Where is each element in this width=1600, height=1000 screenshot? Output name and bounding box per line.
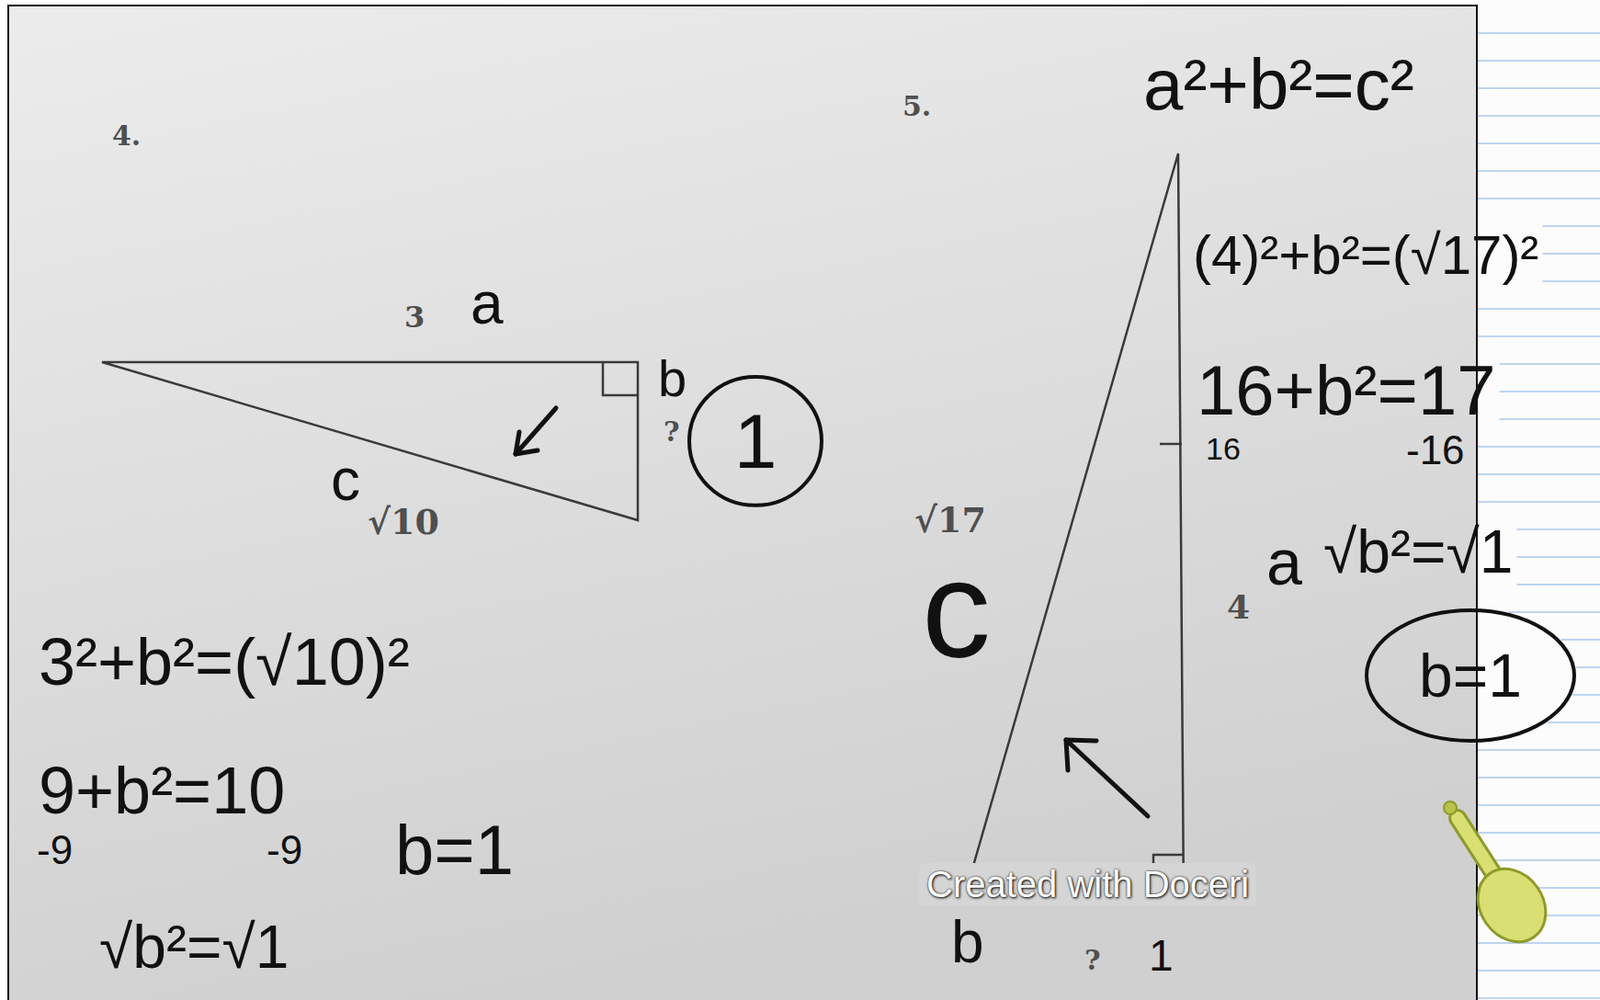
rule-line [1498,363,1600,365]
rule-line [1476,59,1600,62]
subtraction-step: -9 [266,829,303,871]
side-name: b [951,912,985,972]
rule-line [1476,748,1600,751]
side-length: 3 [404,302,425,332]
notebook-rules [1476,33,1600,999]
equation-step: 3²+b²=(√10)² [38,628,410,695]
unknown-mark: ? [1084,946,1101,975]
rule-line [1476,87,1600,90]
rule-line [1498,390,1600,393]
hand-arrow [515,408,557,454]
side-name: a [470,273,504,333]
subtraction-step: -9 [36,829,73,871]
rule-line [1516,528,1600,531]
formula: a²+b²=c² [1143,48,1415,121]
icon-tip [1443,801,1457,815]
equation-step: 16+b²=17 [1196,355,1496,426]
rule-line [1547,721,1600,724]
rule-line [1498,418,1600,420]
circled-answer: b=1 [1363,607,1578,744]
side-name: c [330,450,361,510]
watermark: Created with Doceri [919,862,1257,906]
rule-line [1542,252,1600,255]
unknown-mark: ? [663,418,681,446]
triangle [102,362,638,521]
rule-line [1516,556,1600,558]
rule-line [1516,583,1600,586]
rule-line [1542,280,1600,283]
rule-line [1476,32,1600,35]
tick-mark [1159,442,1182,446]
rule-line [1542,225,1600,227]
equation-step: 9+b²=10 [38,757,285,824]
icon-finger [1457,817,1497,878]
icon-palm [1463,855,1560,955]
doceri-hand-icon [1443,801,1560,955]
rule-line [1476,500,1600,503]
circled-answer: 1 [686,374,825,509]
hand-arrow [1066,739,1148,817]
rule-line [1476,170,1600,172]
arrow-head [1066,739,1097,771]
rule-line [1476,445,1600,448]
side-name: a [1266,530,1303,595]
rule-line [1576,666,1600,669]
circle-outline [689,376,822,506]
equation-step: (4)²+b²=(√17)² [1192,227,1539,284]
circle-outline [1366,610,1575,741]
rule-line [1476,804,1600,806]
problem-number: 5. [902,92,931,121]
rule-line [1476,941,1600,944]
rule-line [1509,611,1600,613]
notebook-paper [1476,0,1600,1000]
icon-finger-outline [1457,817,1497,878]
photo-ground [8,5,1477,1000]
arrow-head [515,431,538,454]
triangle [964,153,1184,904]
rule-line [1561,638,1600,641]
subtraction-step: 16 [1205,432,1241,465]
rule-line [1476,473,1600,476]
side-name: b [658,352,687,405]
rule-line [1476,776,1600,779]
problem-number: 4. [112,122,141,150]
rule-line [1476,307,1600,310]
rule-line [1572,693,1600,696]
rule-line [1476,142,1600,145]
side-length: √10 [367,504,440,540]
hand-arrows [515,408,1148,817]
answer: b=1 [395,815,514,886]
equation-step: √b²=√1 [99,916,289,977]
equation-step: √b²=√1 [1323,521,1513,582]
circled-text: b=1 [1418,645,1522,706]
rule-line [1476,997,1600,999]
side-name: c [921,540,991,679]
side-length: 1 [1148,933,1174,978]
side-length: √17 [914,502,987,538]
rule-line [1476,969,1600,972]
rule-line [1476,335,1600,338]
subtraction-step: -16 [1406,430,1465,471]
right-angle-mark [602,362,638,396]
rule-line [1476,197,1600,200]
rule-line [1476,831,1600,834]
side-length: 4 [1226,590,1250,624]
rule-line [1476,114,1600,117]
circled-text: 1 [734,402,778,480]
